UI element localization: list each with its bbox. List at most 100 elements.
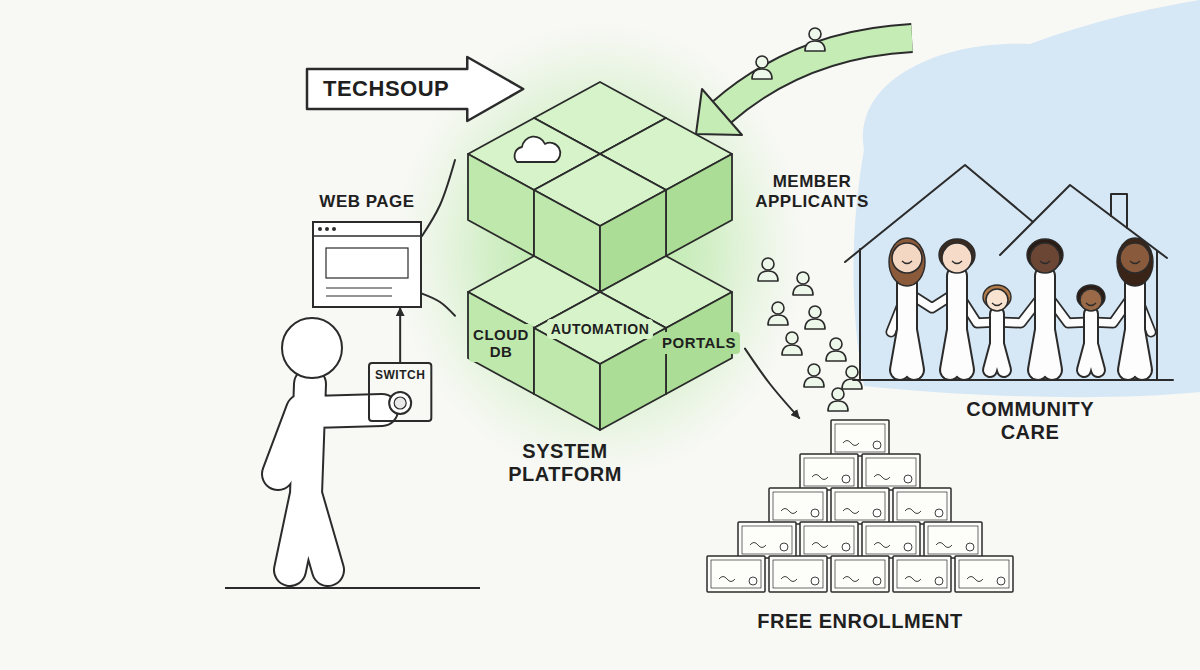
cube-face: [468, 292, 534, 394]
person-outline: [1038, 276, 1052, 370]
cube-face-label: CLOUD DB: [469, 324, 533, 363]
person-icon: [758, 258, 778, 281]
person-icon: [805, 306, 825, 329]
certificate-pile: FREE ENROLLMENT: [700, 418, 1020, 650]
node-text: PORTALS: [662, 334, 736, 351]
content-line: [326, 296, 392, 297]
person-body: [1084, 314, 1098, 370]
certificate-signature: [874, 475, 890, 480]
switch-box: SWITCH: [368, 362, 432, 422]
certificate: [924, 522, 982, 558]
person-head: [1120, 243, 1150, 273]
certificate: [800, 454, 858, 490]
connector: [422, 294, 455, 316]
certificate: [831, 420, 889, 456]
browser-dot: [325, 227, 329, 231]
incoming-arrow-head: [696, 89, 742, 135]
certificate-seal: [904, 475, 912, 483]
certificate-border: [928, 526, 978, 554]
node-text: TECHSOUP: [323, 76, 449, 101]
flow-label: MEMBER APPLICANTS: [755, 172, 869, 211]
content-line: [326, 288, 392, 289]
certificate-sheet: [707, 556, 765, 592]
person-icon: [768, 302, 788, 325]
person-smile: [902, 261, 912, 264]
cube-face: [666, 154, 732, 256]
connector: [422, 160, 455, 236]
certificate-signature: [750, 543, 766, 548]
certificate-border: [773, 560, 823, 588]
certificate-seal: [811, 509, 819, 517]
certificate-border: [742, 526, 792, 554]
person-hair: [889, 238, 925, 286]
certificate-seal: [935, 509, 943, 517]
certificate-border: [866, 526, 916, 554]
certificate-seal: [935, 577, 943, 585]
person-icon: [828, 388, 848, 411]
certificate-signature: [843, 441, 859, 446]
certificate-signature: [781, 509, 797, 514]
person-smile: [992, 303, 1002, 306]
certificate-border: [804, 526, 854, 554]
certificate-sheet: [831, 488, 889, 524]
cube-face: [468, 154, 534, 256]
node-shape: [455, 78, 745, 488]
figure-outline: [278, 384, 382, 570]
cube-face-label: PORTALS: [658, 332, 740, 353]
certificate-sheet: [893, 488, 951, 524]
certificate: [831, 556, 889, 592]
person-outline: [1128, 276, 1142, 370]
person-outline: [900, 276, 914, 370]
input-arrow: TECHSOUP: [305, 55, 525, 123]
certificate-border: [835, 492, 885, 520]
browser-bar: [313, 235, 421, 237]
certificate-signature: [719, 577, 735, 582]
label-holder: MEMBER APPLICANTS: [755, 172, 869, 211]
person-head: [892, 243, 922, 273]
person-head: [942, 243, 972, 273]
cube-face-label: AUTOMATION: [547, 319, 654, 339]
figure-head: [282, 318, 342, 378]
certificate-signature: [874, 543, 890, 548]
person-outline: [950, 276, 964, 370]
platform-stack: SYSTEM PLATFORMCLOUD DBPORTALSAUTOMATION: [455, 78, 745, 488]
person-body: [950, 276, 964, 370]
certificate-border: [773, 492, 823, 520]
certificate-seal: [749, 577, 757, 585]
certificate-sheet: [769, 556, 827, 592]
certificate-sheet: [738, 522, 796, 558]
person-body: [1038, 276, 1052, 370]
certificate-sheet: [800, 522, 858, 558]
house-outline: [1111, 194, 1127, 228]
content-block: [326, 248, 408, 278]
switch-button-core: [394, 397, 406, 409]
node-text: AUTOMATION: [551, 321, 650, 337]
certificate-sheet: [831, 420, 889, 456]
certificate-signature: [781, 577, 797, 582]
certificate: [893, 556, 951, 592]
certificate-seal: [842, 543, 850, 551]
person-icon: [793, 272, 813, 295]
person-smile: [1086, 303, 1096, 306]
certificate-signature: [843, 509, 859, 514]
arm-fill: [891, 292, 1151, 332]
certificate-border: [835, 560, 885, 588]
certificate-border: [959, 560, 1009, 588]
person-smile: [952, 261, 962, 264]
house-outline: [845, 165, 1033, 262]
certificate-border: [866, 458, 916, 486]
person-body: [1128, 276, 1142, 370]
certificate-border: [897, 560, 947, 588]
person-icon: [752, 56, 772, 79]
person-smile: [1130, 261, 1140, 264]
certificate-signature: [967, 577, 983, 582]
certificate: [800, 522, 858, 558]
certificate-seal: [873, 577, 881, 585]
certificate-sheet: [955, 556, 1013, 592]
certificate: [769, 556, 827, 592]
person-outline: [1084, 314, 1098, 370]
certificate-seal: [811, 577, 819, 585]
certificate-seal: [780, 543, 788, 551]
certificate-border: [711, 560, 761, 588]
person-head: [1030, 243, 1060, 273]
